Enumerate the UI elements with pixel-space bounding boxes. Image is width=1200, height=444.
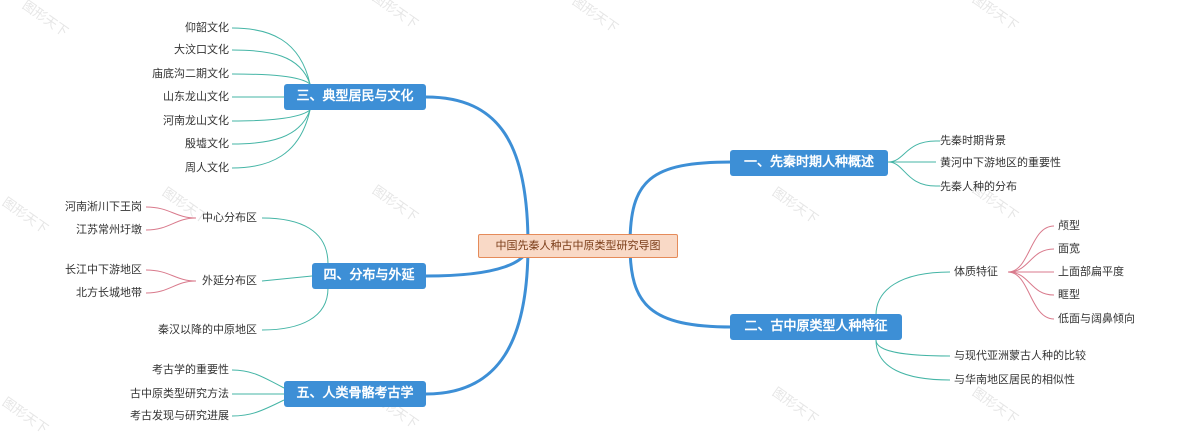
list-item[interactable]: 山东龙山文化 — [163, 90, 229, 103]
list-item[interactable]: 古中原类型研究方法 — [130, 387, 229, 400]
subtopic-extended-area[interactable]: 外延分布区 — [202, 274, 257, 287]
branch-characteristics[interactable]: 二、古中原类型人种特征 — [730, 314, 902, 340]
connector-root-b5 — [424, 243, 530, 396]
connector-root-b3 — [424, 95, 530, 247]
list-item[interactable]: 江苏常州圩墩 — [76, 223, 142, 236]
list-item[interactable]: 仰韶文化 — [185, 21, 229, 34]
root-topic[interactable]: 中国先秦人种古中原类型研究导图 — [478, 234, 678, 258]
list-item[interactable]: 与现代亚洲蒙古人种的比较 — [954, 349, 1086, 362]
list-item[interactable]: 大汶口文化 — [174, 43, 229, 56]
list-item[interactable]: 黄河中下游地区的重要性 — [940, 156, 1061, 169]
connector-root-b1 — [628, 160, 734, 247]
list-item[interactable]: 先秦人种的分布 — [940, 180, 1017, 193]
list-item[interactable]: 先秦时期背景 — [940, 134, 1006, 147]
branch-cultures[interactable]: 三、典型居民与文化 — [284, 84, 426, 110]
list-item[interactable]: 长江中下游地区 — [65, 263, 142, 276]
list-item[interactable]: 河南龙山文化 — [163, 114, 229, 127]
list-item[interactable]: 面宽 — [1058, 242, 1080, 255]
list-item[interactable]: 颅型 — [1058, 219, 1080, 232]
list-item[interactable]: 眶型 — [1058, 288, 1080, 301]
list-item[interactable]: 低面与阔鼻倾向 — [1058, 312, 1135, 325]
list-item[interactable]: 殷墟文化 — [185, 137, 229, 150]
list-item[interactable]: 上面部扁平度 — [1058, 265, 1124, 278]
list-item[interactable]: 北方长城地带 — [76, 286, 142, 299]
list-item[interactable]: 庙底沟二期文化 — [152, 67, 229, 80]
branch-osteoarchaeology[interactable]: 五、人类骨骼考古学 — [284, 381, 426, 407]
branch-overview[interactable]: 一、先秦时期人种概述 — [730, 150, 888, 176]
list-item[interactable]: 考古学的重要性 — [152, 363, 229, 376]
subtopic-physical-traits[interactable]: 体质特征 — [954, 265, 998, 278]
connector-root-b2 — [628, 243, 734, 329]
list-item[interactable]: 周人文化 — [185, 161, 229, 174]
subtopic-core-area[interactable]: 中心分布区 — [202, 211, 257, 224]
list-item[interactable]: 秦汉以降的中原地区 — [158, 323, 257, 336]
list-item[interactable]: 与华南地区居民的相似性 — [954, 373, 1075, 386]
list-item[interactable]: 河南淅川下王岗 — [65, 200, 142, 213]
branch-distribution[interactable]: 四、分布与外延 — [312, 263, 426, 289]
list-item[interactable]: 考古发现与研究进展 — [130, 409, 229, 422]
